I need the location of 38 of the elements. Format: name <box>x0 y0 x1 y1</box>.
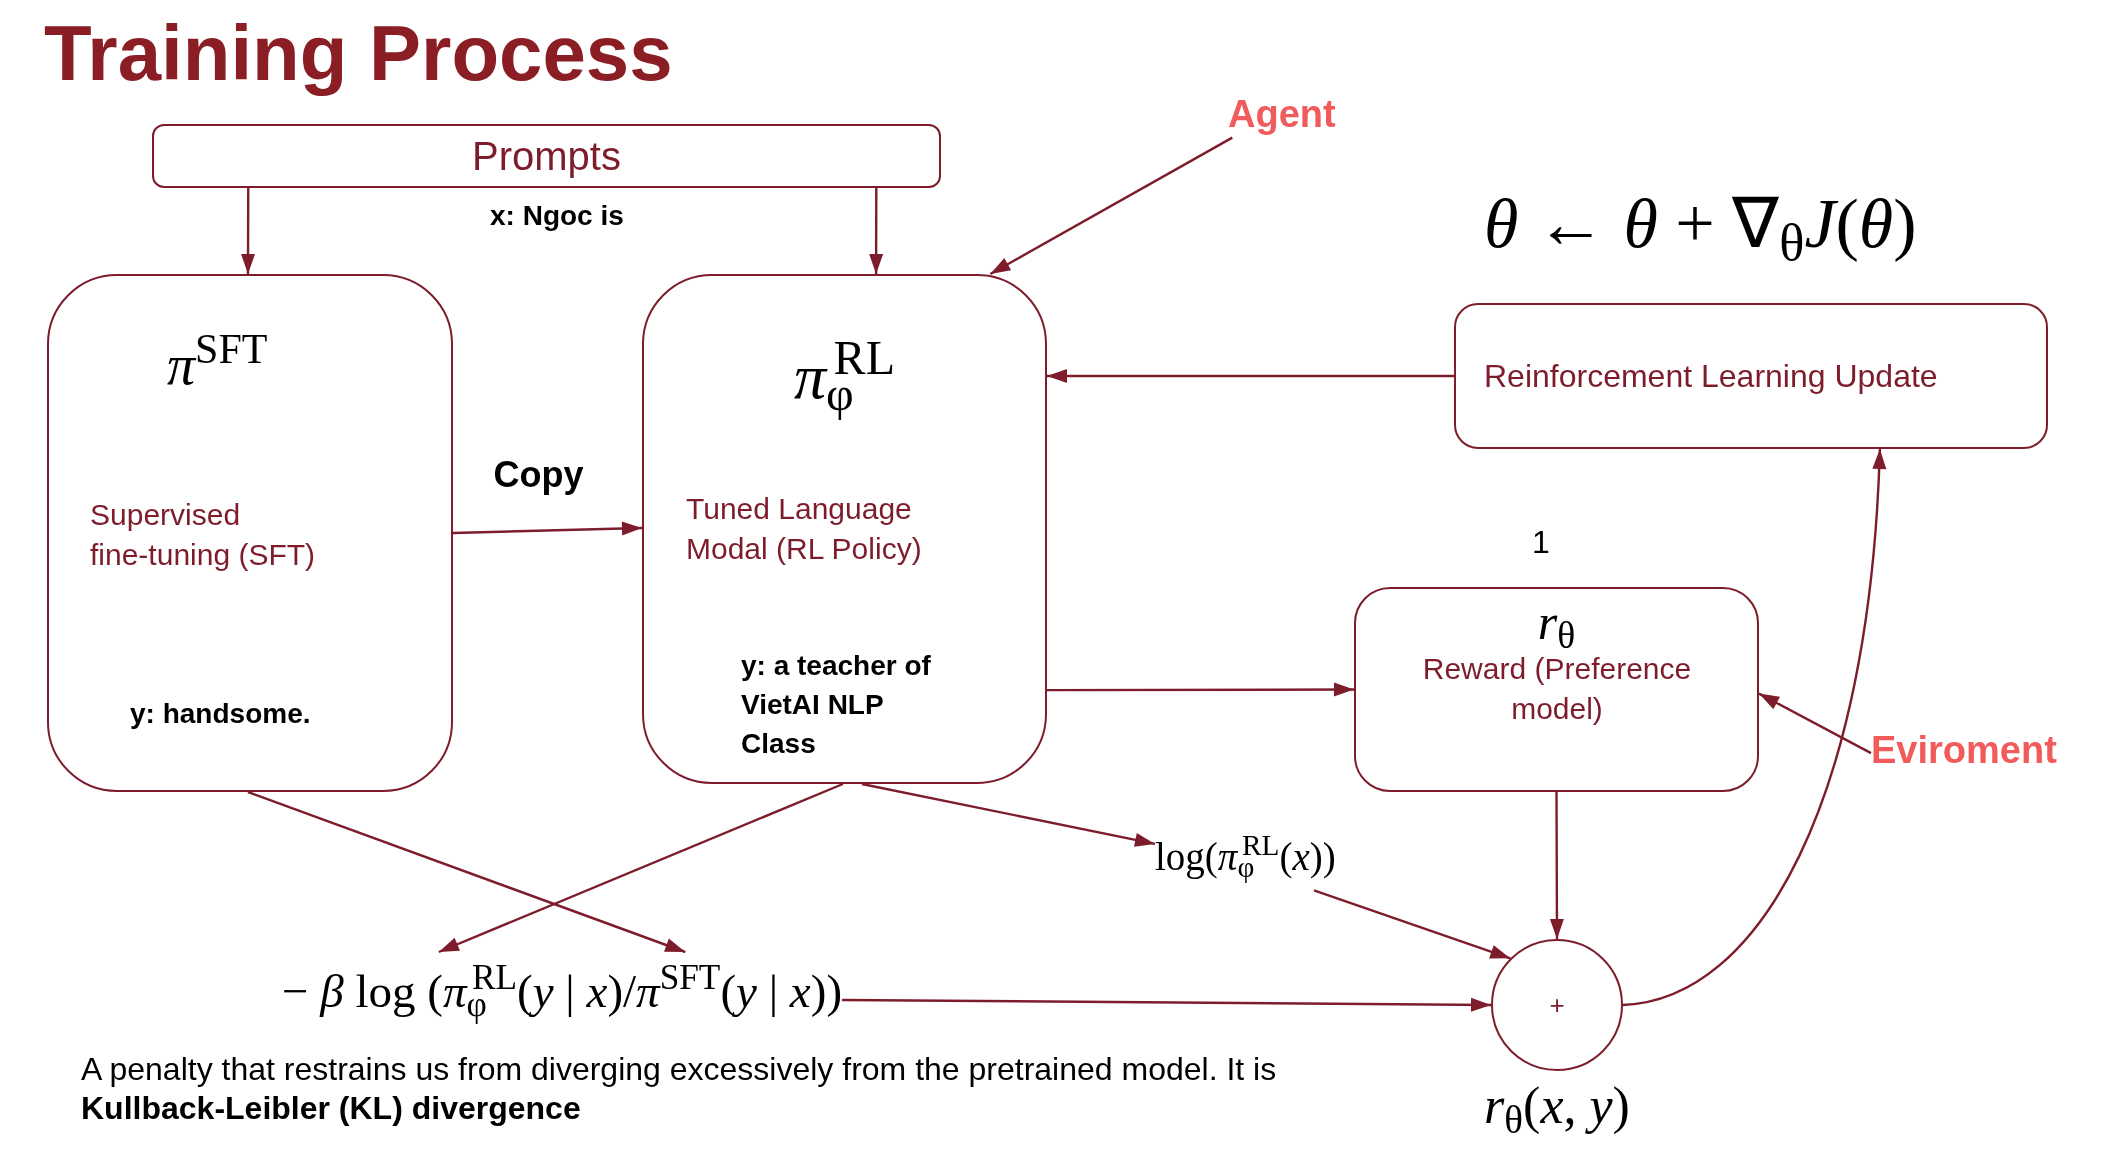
arrow <box>241 188 256 274</box>
arrow <box>989 136 1233 276</box>
box-title: Reinforcement Learning Update <box>1484 357 1938 396</box>
arrow <box>869 188 884 274</box>
arrow <box>861 782 1156 847</box>
model-box <box>642 274 1047 784</box>
formula-label: − β log (π$_{φ}$$^{RL}$(y | x)/π$^{SFT}$(y | x)) <box>282 952 843 1032</box>
example-text: y: handsome. <box>130 697 311 731</box>
annotation-label: Eviroment <box>1871 728 2057 774</box>
process-box <box>1454 303 2048 449</box>
arrow <box>1313 889 1511 960</box>
plus-sign: + <box>1549 992 1565 1018</box>
arrow <box>452 521 643 536</box>
arrow <box>1758 692 1872 755</box>
policy-symbol: π$^{SFT}$ <box>167 325 268 398</box>
annotation-label: Agent <box>1228 92 1336 138</box>
output-formula: r$_{θ}$(x, y) <box>1484 1076 1630 1140</box>
model-description: Reward (Preference model) <box>1421 651 1693 727</box>
reward-symbol: r$_{θ}$ <box>1537 593 1576 652</box>
arrow <box>438 782 844 954</box>
arrow <box>842 997 1491 1012</box>
model-description: Supervised fine-tuning (SFT) <box>90 497 317 573</box>
example-text: x: Ngoc is <box>490 199 624 233</box>
arrow <box>1047 369 1454 383</box>
example-text: y: a teacher of VietAI NLP Class <box>741 649 932 761</box>
curved-arrow <box>1622 448 1886 1007</box>
arrow <box>247 790 686 954</box>
number-label: 1 <box>1532 523 1550 562</box>
model-box <box>1354 587 1759 792</box>
arrow <box>1047 682 1354 697</box>
arrow <box>1549 792 1564 939</box>
formula-label: log(π$_{φ}$$^{RL}$(x)) <box>1155 824 1336 891</box>
prompt-box <box>152 124 941 188</box>
note-text: A penalty that restrains us from diverging excessively from the pretrained model. It is Kullback-Leibler (KL) divergence <box>81 1050 1278 1128</box>
box-title: Prompts <box>472 133 621 180</box>
update-formula: θ ← θ + ∇$_{θ}$J(θ) <box>1484 184 1917 269</box>
model-description: Tuned Language Modal (RL Policy) <box>686 491 923 567</box>
model-box <box>47 274 453 792</box>
